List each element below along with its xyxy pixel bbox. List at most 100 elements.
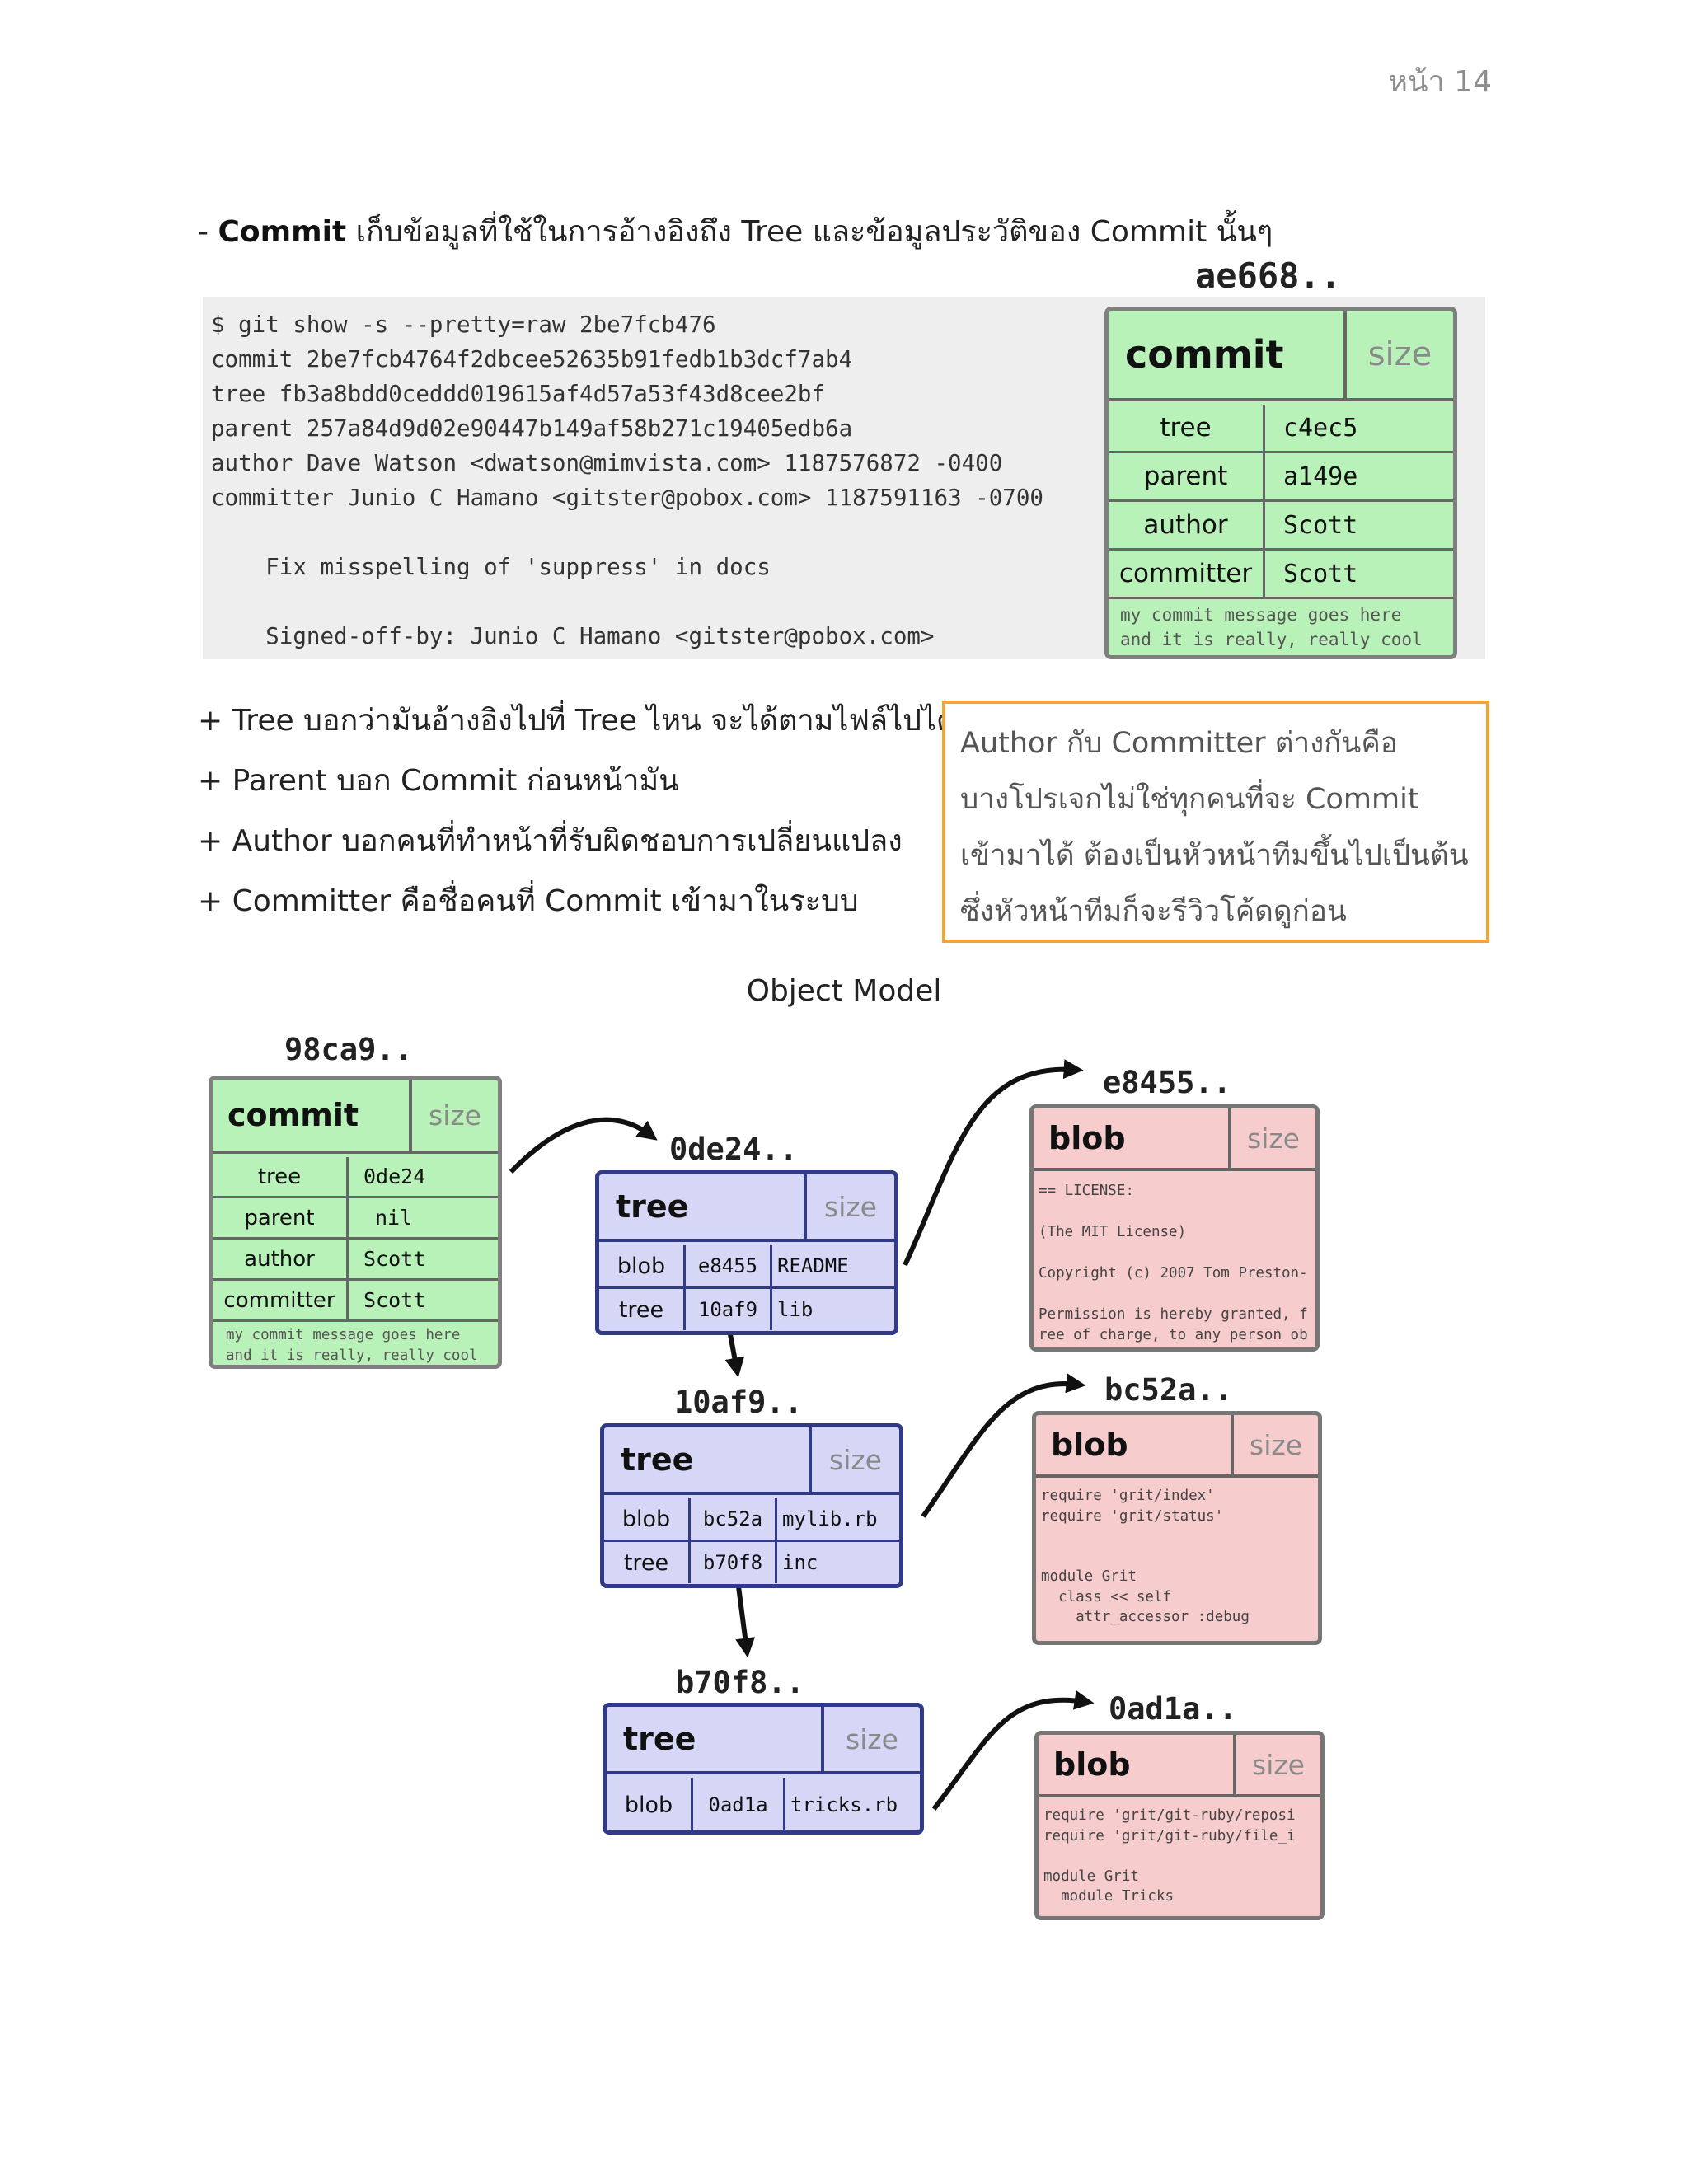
commit-type-label: commit bbox=[227, 1097, 359, 1133]
blob-type-label: blob bbox=[1048, 1120, 1126, 1156]
tree-header: tree size bbox=[607, 1707, 920, 1774]
blob-object-box: blob size == LICENSE: (The MIT License) … bbox=[1029, 1104, 1320, 1352]
field-key: author bbox=[1109, 502, 1265, 548]
entry-hash: 0ad1a bbox=[693, 1778, 785, 1830]
tree-object-box: tree size blob bc52a mylib.rb tree b70f8… bbox=[600, 1423, 903, 1588]
commit-object-box: commit size tree c4ec5 parent a149e auth… bbox=[1104, 307, 1457, 659]
entry-hash: e8455 bbox=[686, 1245, 772, 1286]
note-box: Author กับ Committer ต่างกันคือ บางโปรเจ… bbox=[942, 701, 1489, 943]
tree-entry-row: tree 10af9 lib bbox=[599, 1286, 894, 1330]
code-line: $ git show -s --pretty=raw 2be7fcb476 bbox=[211, 312, 716, 338]
field-value: Scott bbox=[1283, 510, 1358, 540]
blob-hash-label: e8455.. bbox=[1103, 1065, 1231, 1100]
blob-content: require 'grit/index' require 'grit/statu… bbox=[1041, 1488, 1250, 1625]
commit-field-row: parent nil bbox=[213, 1196, 498, 1237]
commit-field-row: committer Scott bbox=[213, 1278, 498, 1319]
commit-message: my commit message goes here and it is re… bbox=[213, 1319, 498, 1365]
field-value: 0de24 bbox=[363, 1165, 426, 1188]
bullet-item: + Parent บอก Commit ก่อนหน้ามัน bbox=[198, 764, 679, 798]
tree-hash-label: 0de24.. bbox=[669, 1132, 798, 1167]
entry-hash: bc52a bbox=[691, 1498, 777, 1540]
blob-object-box: blob size require 'grit/index' require '… bbox=[1032, 1411, 1322, 1645]
entry-name: lib bbox=[777, 1298, 814, 1321]
bullet-item: + Author บอกคนที่ทำหน้าที่รับผิดชอบการเป… bbox=[198, 824, 903, 858]
page-number: หน้า 14 bbox=[1388, 65, 1492, 99]
commit-size-label: size bbox=[1343, 311, 1453, 398]
tree-size-label: size bbox=[804, 1174, 894, 1239]
commit-field-row: author Scott bbox=[213, 1237, 498, 1278]
heading-bullet: - bbox=[198, 215, 209, 249]
arrow-tree-to-tree-b70f8 bbox=[735, 1586, 756, 1658]
tree-type-label: tree bbox=[616, 1188, 689, 1225]
blob-size-label: size bbox=[1228, 1108, 1315, 1168]
field-key: committer bbox=[1109, 551, 1265, 597]
tree-entries: blob bc52a mylib.rb tree b70f8 inc bbox=[604, 1495, 899, 1583]
entry-name: mylib.rb bbox=[782, 1507, 878, 1530]
entry-type: blob bbox=[599, 1245, 686, 1286]
field-key: committer bbox=[213, 1281, 349, 1319]
note-line: ซึ่งหัวหน้าทีมก็จะรีวิวโค้ดดูก่อน bbox=[960, 895, 1347, 928]
field-explanations: + Tree บอกว่ามันอ้างอิงไปที่ Tree ไหน จะ… bbox=[198, 696, 992, 937]
commit-fields: tree 0de24 parent nil author Scott commi… bbox=[213, 1154, 498, 1319]
blob-content: == LICENSE: (The MIT License) Copyright … bbox=[1039, 1183, 1308, 1343]
commit-field-row: tree 0de24 bbox=[213, 1157, 498, 1196]
heading-bold-term: Commit bbox=[218, 215, 347, 249]
commit-size-label: size bbox=[409, 1080, 498, 1151]
blob-object-box: blob size require 'grit/git-ruby/reposi … bbox=[1034, 1731, 1325, 1920]
tree-object-box: tree size blob 0ad1a tricks.rb bbox=[603, 1703, 924, 1835]
blob-size-label: size bbox=[1233, 1735, 1320, 1794]
entry-type: tree bbox=[604, 1542, 691, 1583]
blob-header: blob size bbox=[1036, 1415, 1318, 1478]
blob-header: blob size bbox=[1034, 1108, 1315, 1171]
entry-name: tricks.rb bbox=[790, 1793, 898, 1816]
entry-hash: b70f8 bbox=[691, 1542, 777, 1583]
tree-header: tree size bbox=[604, 1427, 899, 1495]
entry-hash: 10af9 bbox=[686, 1289, 772, 1330]
tree-type-label: tree bbox=[621, 1441, 694, 1478]
om-commit-box: commit size tree 0de24 parent nil author… bbox=[209, 1076, 502, 1369]
field-key: tree bbox=[213, 1157, 349, 1196]
field-key: parent bbox=[1109, 453, 1265, 499]
blob-type-label: blob bbox=[1053, 1746, 1131, 1783]
commit-field-row: tree c4ec5 bbox=[1109, 405, 1453, 451]
commit-header: commit size bbox=[1109, 311, 1453, 401]
commit-field-row: parent a149e bbox=[1109, 451, 1453, 499]
tree-hash-label: 10af9.. bbox=[674, 1385, 803, 1420]
tree-type-label: tree bbox=[623, 1721, 696, 1757]
field-value: a149e bbox=[1283, 462, 1358, 491]
blob-header: blob size bbox=[1039, 1735, 1320, 1797]
tree-entry-row: tree b70f8 inc bbox=[604, 1540, 899, 1583]
entry-type: blob bbox=[607, 1778, 693, 1830]
section-heading: - Commit เก็บข้อมูลที่ใช้ในการอ้างอิงถึง… bbox=[198, 208, 1273, 255]
tree-object-box: tree size blob e8455 README tree 10af9 l… bbox=[595, 1170, 898, 1335]
commit-header: commit size bbox=[213, 1080, 498, 1154]
blob-hash-label: 0ad1a.. bbox=[1109, 1691, 1237, 1727]
arrow-tree-to-blob-e8455 bbox=[903, 1059, 1084, 1267]
code-line: author Dave Watson <dwatson@mimvista.com… bbox=[211, 450, 1003, 476]
arrow-tree-to-blob-bc52a bbox=[921, 1373, 1086, 1518]
bullet-item: + Committer คือชื่อคนที่ Commit เข้ามาใน… bbox=[198, 884, 859, 918]
note-line: Author กับ Committer ต่างกันคือ bbox=[960, 727, 1398, 760]
commit-hash-label: ae668.. bbox=[1195, 255, 1342, 296]
code-line: committer Junio C Hamano <gitster@pobox.… bbox=[211, 485, 1043, 511]
code-line: Signed-off-by: Junio C Hamano <gitster@p… bbox=[211, 623, 935, 649]
tree-size-label: size bbox=[809, 1427, 899, 1492]
tree-entries: blob 0ad1a tricks.rb bbox=[607, 1774, 920, 1830]
blob-size-label: size bbox=[1231, 1415, 1318, 1474]
tree-size-label: size bbox=[821, 1707, 920, 1771]
commit-hash-label: 98ca9.. bbox=[284, 1032, 413, 1067]
blob-type-label: blob bbox=[1051, 1427, 1128, 1463]
field-value: c4ec5 bbox=[1283, 413, 1358, 443]
arrow-commit-to-tree bbox=[509, 1117, 658, 1174]
commit-message: my commit message goes here and it is re… bbox=[1109, 597, 1453, 655]
blob-hash-label: bc52a.. bbox=[1104, 1372, 1233, 1408]
tree-entry-row: blob e8455 README bbox=[599, 1245, 894, 1286]
note-line: เข้ามาได้ ต้องเป็นหัวหน้าทีมขึ้นไปเป็นต้… bbox=[960, 839, 1469, 872]
tree-hash-label: b70f8.. bbox=[676, 1665, 804, 1700]
code-line: commit 2be7fcb4764f2dbcee52635b91fedb1b3… bbox=[211, 346, 853, 373]
entry-type: blob bbox=[604, 1498, 691, 1540]
field-value: Scott bbox=[1283, 559, 1358, 588]
note-line: บางโปรเจกไม่ใช่ทุกคนที่จะ Commit bbox=[960, 783, 1419, 816]
bullet-item: + Tree บอกว่ามันอ้างอิงไปที่ Tree ไหน จะ… bbox=[198, 704, 992, 738]
